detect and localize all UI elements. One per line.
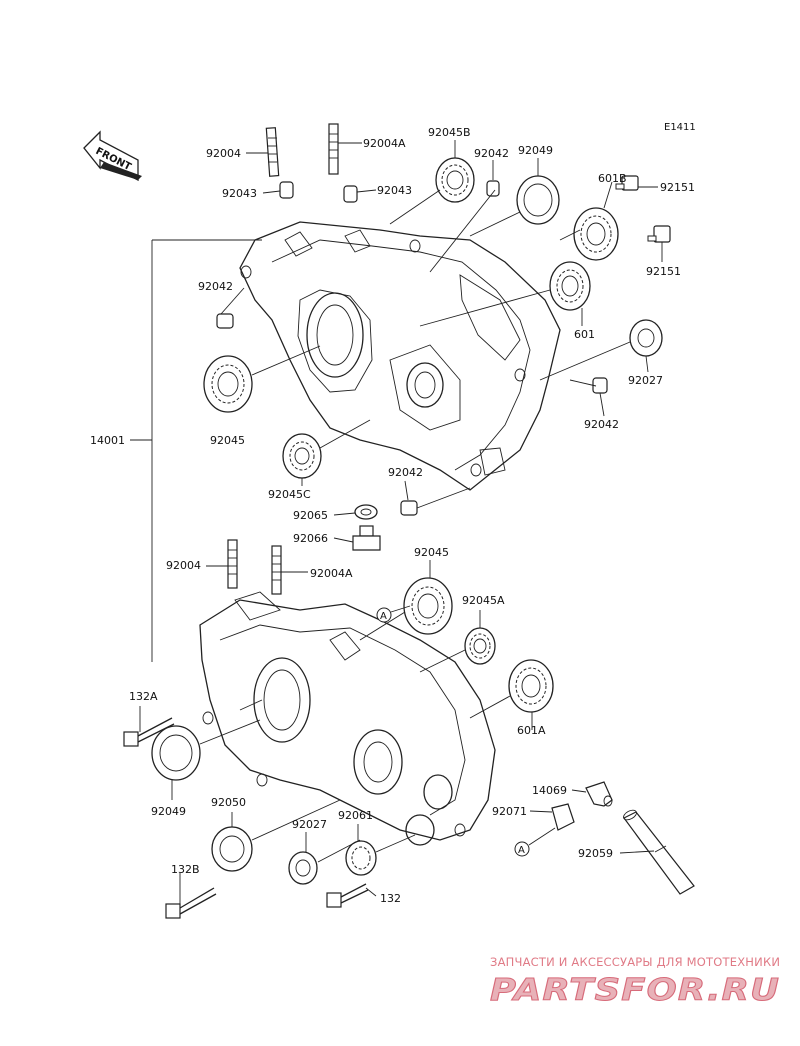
label-132: 132 (380, 892, 401, 905)
label-92043-right: 92043 (377, 184, 412, 197)
bolt-132b (165, 887, 217, 919)
watermark: ЗАПЧАСТИ И АКСЕССУАРЫ ДЛЯ МОТОТЕХНИКИ PA… (490, 955, 780, 1009)
label-92059: 92059 (578, 847, 613, 860)
clamp-92071 (551, 803, 575, 831)
watermark-logo: PARTSFOR.RU (490, 973, 780, 1008)
label-601b: 601B (598, 172, 627, 185)
part-labels: 92004 92004A 92045B 92042 92049 92043 92… (90, 126, 695, 905)
hose-92059 (623, 809, 695, 895)
label-92004-top: 92004 (206, 147, 241, 160)
label-92151-b: 92151 (646, 265, 681, 278)
label-601: 601 (574, 328, 595, 341)
bearing-92045c (282, 433, 322, 479)
stud-92004a-bottom (271, 545, 282, 595)
bearing-92045-left (203, 355, 253, 413)
bearing-601 (549, 261, 591, 311)
leader-lines (139, 140, 663, 904)
bolt-92151-a (615, 175, 639, 191)
label-92151-a: 92151 (660, 181, 695, 194)
ref-a-label: A (380, 611, 387, 622)
label-92049-bottom: 92049 (151, 805, 186, 818)
label-92045-bottom: 92045 (414, 546, 449, 559)
bearing-92045-bottom (403, 577, 453, 635)
label-92071: 92071 (492, 805, 527, 818)
label-92045b: 92045B (428, 126, 471, 139)
label-92045a: 92045A (462, 594, 505, 607)
label-92042-left: 92042 (198, 280, 233, 293)
label-92043-left: 92043 (222, 187, 257, 200)
front-arrow-icon: FRONT (83, 130, 142, 182)
stud-92004-bottom (227, 539, 238, 589)
label-92049-top: 92049 (518, 144, 553, 157)
seal-92049-top (516, 175, 560, 225)
seal-92027-bottom (288, 851, 318, 885)
dowel-pins (216, 180, 608, 516)
bearing-92045b (435, 157, 475, 203)
label-92004a-bottom: 92004A (310, 567, 353, 580)
elbow-14069 (585, 781, 613, 807)
label-92065: 92065 (293, 509, 328, 522)
watermark-caption: ЗАПЧАСТИ И АКСЕССУАРЫ ДЛЯ МОТОТЕХНИКИ (490, 955, 780, 969)
label-92045-left: 92045 (210, 434, 245, 447)
assembly-bracket-14001 (130, 239, 262, 662)
label-132b: 132B (171, 863, 200, 876)
crankcase-upper-half (239, 221, 561, 491)
bolt-92151-b (647, 225, 671, 243)
stud-92004-top (265, 127, 280, 177)
label-92042-mid: 92042 (388, 466, 423, 479)
label-601a: 601A (517, 724, 546, 737)
bearing-92045a (464, 627, 496, 665)
plug-92066 (352, 525, 381, 551)
label-92061: 92061 (338, 809, 373, 822)
label-92050: 92050 (211, 796, 246, 809)
label-92027-bottom: 92027 (292, 818, 327, 831)
label-92042-top: 92042 (474, 147, 509, 160)
bearing-92061 (345, 840, 377, 876)
label-14069: 14069 (532, 784, 567, 797)
label-92045c: 92045C (268, 488, 311, 501)
ref-circle-a-2: A (514, 841, 530, 857)
label-92004a-top: 92004A (363, 137, 406, 150)
stud-92004a-top (328, 123, 339, 175)
washer-92065 (354, 504, 378, 520)
ref-circle-a-1: A (376, 607, 392, 623)
diagram-code: E1411 (664, 122, 696, 133)
seal-92050 (211, 826, 253, 872)
seal-92049-bottom (151, 725, 201, 781)
bolt-132a (123, 717, 175, 747)
bearing-601a (508, 659, 554, 713)
ref-a-label: A (518, 845, 525, 856)
label-132a: 132A (129, 690, 158, 703)
label-14001: 14001 (90, 434, 125, 447)
bolt-132 (326, 883, 369, 908)
label-92027-right: 92027 (628, 374, 663, 387)
seal-92027-right (629, 319, 663, 357)
label-92066: 92066 (293, 532, 328, 545)
bearing-601b (573, 207, 619, 261)
label-92042-right: 92042 (584, 418, 619, 431)
crankcase-lower-half (199, 591, 496, 846)
label-92004-bottom: 92004 (166, 559, 201, 572)
